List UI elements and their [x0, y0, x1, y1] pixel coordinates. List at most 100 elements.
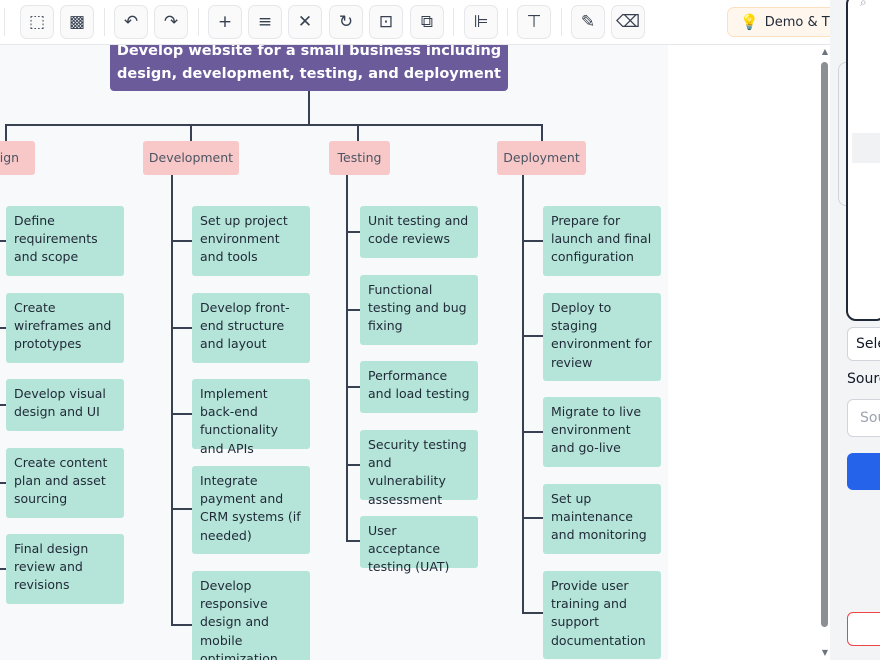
connector-line [171, 327, 192, 329]
connector-line [171, 240, 192, 242]
source-input[interactable]: Source [847, 399, 880, 437]
connector-line [0, 482, 6, 484]
connector-line [346, 386, 360, 388]
toolbar-divider [561, 8, 562, 36]
canvas-gutter [668, 45, 820, 660]
task-node[interactable]: Provide user training and support docume… [543, 571, 661, 659]
hierarchy-icon: ⧉ [420, 12, 434, 32]
connector-line [346, 174, 348, 541]
category-node-deployment[interactable]: Deployment [497, 141, 586, 175]
deselect-button[interactable]: ▩ [60, 5, 94, 39]
brush-icon: ✎ [580, 12, 596, 32]
task-node[interactable]: Implement back-end functionality and API… [192, 379, 310, 456]
connector-line [522, 335, 543, 337]
connector-line [0, 327, 6, 329]
text-format-button[interactable]: ≡ [248, 5, 282, 39]
connector-line [0, 404, 6, 406]
connector-line [308, 91, 310, 125]
toolbar-divider [4, 8, 5, 36]
demo-tips-label: Demo & Tips [764, 14, 848, 30]
danger-action-button[interactable] [847, 612, 880, 646]
task-node[interactable]: Functional testing and bug fixing [360, 275, 478, 345]
connector-line [171, 174, 173, 626]
task-node[interactable]: Create content plan and asset sourcing [6, 448, 124, 518]
task-node[interactable]: Set up maintenance and monitoring [543, 484, 661, 554]
demo-tips-button[interactable]: 💡 Demo & Tips [727, 7, 848, 37]
toolbar-divider [104, 8, 105, 36]
delete-button[interactable]: ✕ [288, 5, 322, 39]
task-node[interactable]: User acceptance testing (UAT) [360, 516, 478, 574]
connector-line [346, 309, 360, 311]
redo-icon: ↷ [163, 12, 179, 32]
connector-line [190, 124, 192, 142]
refresh-icon: ↻ [338, 12, 354, 32]
scrollbar-thumb[interactable] [821, 62, 828, 627]
scroll-down-icon[interactable]: ▼ [821, 648, 829, 657]
select-all-button[interactable]: ⬚ [20, 5, 54, 39]
select-all-icon: ⬚ [28, 12, 46, 32]
task-node[interactable]: Migrate to live environment and go-live [543, 397, 661, 467]
task-node[interactable]: Unit testing and code reviews [360, 206, 478, 258]
task-node[interactable]: Performance and load testing [360, 361, 478, 413]
undo-button[interactable]: ↶ [114, 5, 148, 39]
refresh-button[interactable]: ↻ [329, 5, 363, 39]
toolbar-divider [453, 8, 454, 36]
add-node-button[interactable]: + [208, 5, 242, 39]
connector-line [541, 124, 543, 142]
panel-section-border [838, 62, 849, 206]
connector-line [0, 240, 6, 242]
deselect-icon: ▩ [68, 12, 86, 32]
connector-line [346, 540, 360, 542]
connector-line [5, 124, 543, 126]
connector-line [522, 431, 543, 433]
task-node[interactable]: Develop front-end structure and layout [192, 293, 310, 363]
toolbar: ⬚ ▩ ↶ ↷ + ≡ ✕ ↻ ⊡ ⧉ ⊫ ⊤ ✎ ⌫ 💡 Demo & Tip… [0, 0, 848, 45]
task-node[interactable]: Develop responsive design and mobile opt… [192, 571, 310, 660]
connector-line [171, 508, 192, 510]
category-node-testing[interactable]: Testing [329, 141, 390, 175]
task-node[interactable]: Develop visual design and UI [6, 379, 124, 431]
connector-line [0, 568, 6, 570]
task-node[interactable]: Create wireframes and prototypes [6, 293, 124, 363]
connector-line [171, 624, 192, 626]
eraser-button[interactable]: ⌫ [611, 5, 645, 39]
fit-view-icon: ⊡ [378, 12, 394, 32]
align-left-button[interactable]: ⊫ [464, 5, 498, 39]
task-node[interactable]: Final design review and revisions [6, 534, 124, 604]
connector-line [357, 124, 359, 142]
add-node-icon: + [217, 12, 233, 32]
task-node[interactable]: Integrate payment and CRM systems (if ne… [192, 466, 310, 554]
search-icon: ⌕ [860, 0, 867, 9]
source-label: Source [847, 371, 880, 387]
select-dropdown[interactable]: Select [847, 327, 880, 361]
connector-line [171, 413, 192, 415]
task-node[interactable]: Define requirements and scope [6, 206, 124, 276]
text-format-icon: ≡ [257, 12, 273, 32]
hierarchy-button[interactable]: ⧉ [410, 5, 444, 39]
connector-line [5, 124, 7, 142]
connector-line [346, 231, 360, 233]
redo-button[interactable]: ↷ [154, 5, 188, 39]
undo-icon: ↶ [123, 12, 139, 32]
task-node[interactable]: Deploy to staging environment for review [543, 293, 661, 381]
scroll-up-icon[interactable]: ▲ [821, 47, 829, 56]
align-left-icon: ⊫ [473, 12, 489, 32]
toolbar-divider [198, 8, 199, 36]
category-node-design[interactable]: Design [0, 141, 35, 175]
task-node[interactable]: Set up project environment and tools [192, 206, 310, 276]
task-node[interactable]: Prepare for launch and final configurati… [543, 206, 661, 276]
primary-action-button[interactable] [847, 453, 880, 490]
connector-line [522, 240, 543, 242]
connector-line [346, 464, 360, 466]
list-item-highlight[interactable] [852, 133, 880, 163]
brush-button[interactable]: ✎ [571, 5, 605, 39]
align-top-button[interactable]: ⊤ [517, 5, 551, 39]
diagram-canvas[interactable]: Develop website for a small business inc… [0, 45, 668, 660]
root-node[interactable]: Develop website for a small business inc… [110, 45, 508, 91]
lightbulb-icon: 💡 [740, 13, 759, 31]
connector-line [522, 612, 543, 614]
fit-view-button[interactable]: ⊡ [369, 5, 403, 39]
category-node-development[interactable]: Development [143, 141, 239, 175]
connector-line [522, 174, 524, 614]
task-node[interactable]: Security testing and vulnerability asses… [360, 430, 478, 507]
